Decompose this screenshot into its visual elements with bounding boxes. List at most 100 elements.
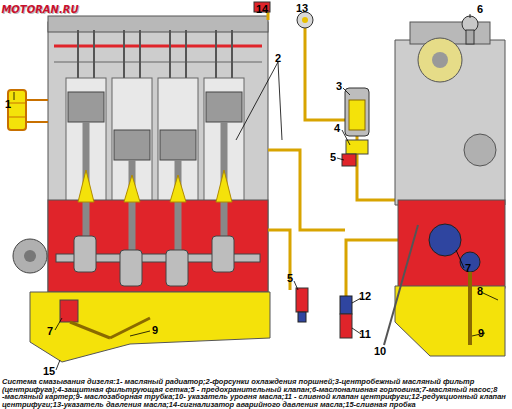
crankcase-side (398, 200, 505, 288)
cooling-jet (216, 170, 232, 202)
callout-number: 2 (275, 53, 281, 64)
leader-line (456, 250, 464, 268)
pulley (24, 250, 36, 262)
valve (93, 30, 95, 78)
piston (114, 130, 150, 160)
leader-line (14, 92, 15, 100)
oil-pipe (346, 240, 400, 296)
dipstick (384, 225, 418, 345)
engine-block (54, 45, 262, 48)
valve (231, 30, 233, 78)
engine-side (464, 134, 496, 166)
callout-number: 13 (296, 3, 308, 14)
leader-line (343, 88, 350, 95)
watermark: MOTORAN.RU (1, 4, 78, 15)
pulley (13, 239, 47, 273)
leader-line (130, 331, 150, 336)
callout-number: 5 (287, 273, 293, 284)
leader-line (470, 14, 471, 18)
leader-line (483, 293, 498, 300)
callout-number: 1 (5, 99, 11, 110)
leader-line (236, 62, 278, 140)
piston (160, 130, 196, 160)
connecting-rod (86, 122, 224, 270)
oil-radiator (8, 90, 26, 130)
cooling-jet (170, 175, 186, 202)
oil-pipe (268, 230, 290, 290)
oil-pipe (268, 150, 345, 230)
pressure-gauge (297, 12, 313, 28)
cooling-jet (78, 170, 232, 202)
caption: Система смазывания дизеля:1- масляный ра… (2, 378, 510, 409)
callout-number: 5 (330, 152, 336, 163)
crankshaft (212, 236, 234, 272)
pulley (13, 239, 47, 273)
centrifuge-valves (340, 296, 352, 338)
valve (77, 30, 79, 78)
piston (206, 92, 242, 122)
safety-valve (296, 288, 308, 312)
centrifuge (345, 88, 369, 136)
valve (78, 30, 232, 78)
centrifuge (345, 88, 369, 136)
oil-radiator (26, 99, 48, 101)
pressure-gauge (297, 12, 313, 28)
centrifuge (349, 100, 365, 130)
valve (169, 30, 171, 78)
callout-number: 7 (465, 263, 471, 274)
piston (68, 92, 242, 160)
callout-number: 10 (374, 346, 386, 357)
cylinder (158, 78, 198, 203)
engine-side (395, 22, 505, 205)
callout-number: 8 (477, 286, 483, 297)
crankshaft (74, 236, 96, 272)
oil-pan-side (468, 272, 472, 345)
cooling-jet (124, 175, 140, 202)
leader-line (55, 318, 62, 330)
dipstick (384, 225, 418, 345)
callout-number: 9 (152, 325, 158, 336)
callout-number: 14 (256, 4, 268, 15)
callout-number: 3 (336, 81, 342, 92)
engine-block (48, 16, 268, 32)
safety-valve (296, 288, 308, 322)
engine-side (418, 38, 462, 82)
centrifuge-valves (340, 296, 352, 314)
oil-radiator (8, 90, 48, 130)
engine-block (48, 22, 268, 302)
oil-filler (462, 16, 478, 44)
relief-valve (342, 154, 356, 166)
oil-pipe (268, 6, 400, 296)
crankshaft (166, 250, 188, 286)
callout-number: 11 (359, 329, 371, 340)
leader-line (278, 62, 282, 140)
oil-pan-side (395, 272, 505, 356)
oil-pipe (305, 28, 345, 120)
cooling-jet (78, 170, 94, 202)
oil-pump (70, 322, 110, 338)
callout-number: 15 (43, 366, 55, 377)
engine-block (48, 16, 268, 302)
valve (185, 30, 187, 78)
oil-pan (30, 292, 270, 362)
oil-radiator (8, 117, 26, 118)
cylinder (66, 78, 244, 203)
engine-block (54, 61, 262, 63)
piston (68, 92, 104, 122)
valve (215, 30, 217, 78)
callout-number: 6 (477, 4, 483, 15)
oil-radiator (26, 121, 48, 123)
relief-valve (342, 154, 356, 166)
valve (139, 30, 141, 78)
valve (123, 30, 125, 78)
callout-number: 4 (334, 123, 340, 134)
oil-pump (60, 300, 150, 338)
crankcase-side (398, 200, 505, 288)
safety-valve (298, 312, 306, 322)
leader-line (294, 281, 298, 290)
leader-line (337, 158, 344, 160)
oil-filler (466, 30, 474, 44)
pressure-gauge (302, 17, 308, 23)
leader-line (14, 14, 498, 370)
